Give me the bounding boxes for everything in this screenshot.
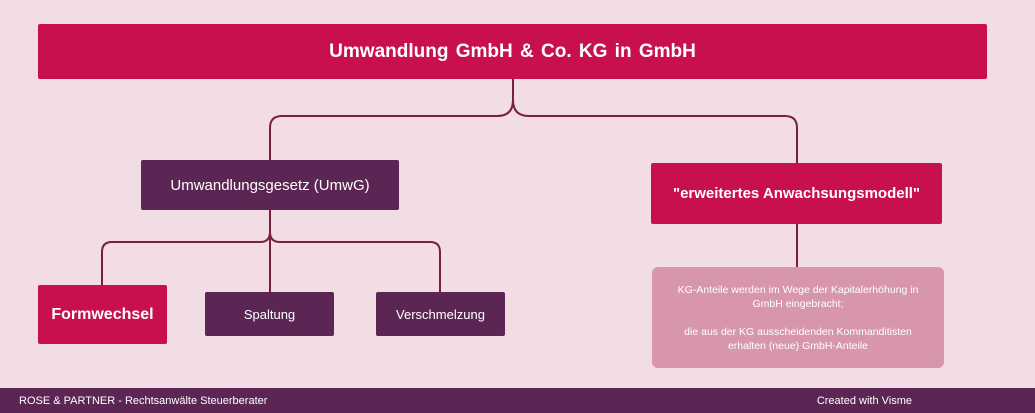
- node-spaltung-label: Spaltung: [243, 306, 296, 322]
- node-anwachsungsmodell: "erweitertes Anwachsungsmodell": [651, 163, 942, 224]
- note-line-2: die aus der KG ausscheidenden Kommanditi…: [684, 325, 912, 352]
- note-line-1: KG-Anteile werden im Wege der Kapitalerh…: [677, 283, 919, 310]
- note-anwachsungsmodell: KG-Anteile werden im Wege der Kapitalerh…: [652, 267, 944, 368]
- node-spaltung: Spaltung: [205, 292, 334, 336]
- node-formwechsel-label: Formwechsel: [51, 305, 154, 323]
- node-anwachsungsmodell-label: "erweitertes Anwachsungsmodell": [672, 185, 921, 202]
- footer-visme-link[interactable]: Created with Visme: [816, 394, 912, 407]
- footer-credit-firm: ROSE & PARTNER - Rechtsanwälte Steuerber…: [19, 394, 268, 407]
- node-verschmelzung-label: Verschmelzung: [396, 306, 485, 322]
- connector-umwg-left: [101, 210, 271, 285]
- node-umwandlungsgesetz-label: Umwandlungsgesetz (UmwG): [170, 176, 370, 194]
- footer-bar: ROSE & PARTNER - Rechtsanwälte Steuerber…: [0, 388, 1035, 413]
- root-node-title: Umwandlung GmbH & Co. KG in GmbH: [38, 24, 987, 79]
- node-umwandlungsgesetz: Umwandlungsgesetz (UmwG): [141, 160, 399, 210]
- node-verschmelzung: Verschmelzung: [376, 292, 505, 336]
- root-node-label: Umwandlung GmbH & Co. KG in GmbH: [329, 40, 696, 62]
- connector-title-right: [512, 99, 798, 163]
- connector-umwg-right: [269, 231, 441, 292]
- connector-title-down: [269, 79, 514, 160]
- node-formwechsel: Formwechsel: [38, 285, 167, 344]
